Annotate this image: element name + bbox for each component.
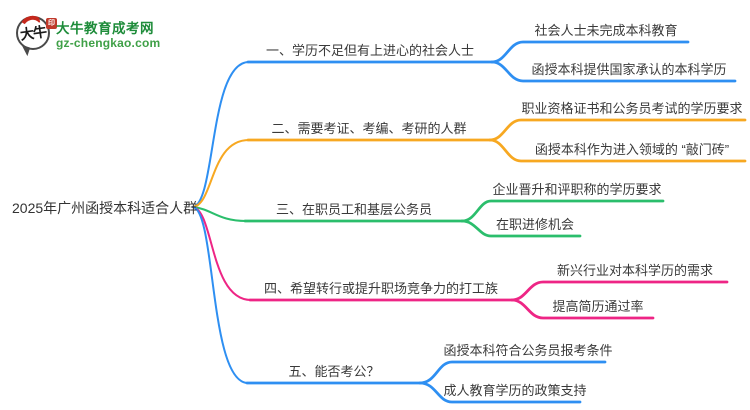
branch-5-child-1-link	[418, 360, 607, 385]
branch-3-child-1-label: 企业晋升和评职称的学历要求	[492, 182, 662, 197]
logo-subtitle: gz-chengkao.com	[56, 36, 161, 50]
root-curve-branch-3	[192, 206, 247, 222]
logo-red-seal-icon: 印	[46, 18, 57, 29]
branch-4-child-2-label: 提高简历通过率	[552, 299, 644, 314]
branch-2-child-2-label: 函授本科作为进入领域的 “敲门砖”	[534, 142, 730, 157]
branch-3-child-2-label: 在职进修机会	[495, 217, 575, 232]
branch-5-child-2-link	[418, 381, 582, 404]
branch-4-child-2-link	[510, 298, 655, 320]
root-topic: 2025年广州函授本科适合人群	[12, 200, 198, 216]
logo-speech-bubble-icon: 大牛 印	[16, 13, 57, 50]
branch-1-label: 一、学历不足但有上进心的社会人士	[265, 43, 475, 58]
branch-4-label: 四、希望转行或提升职场竞争力的打工族	[263, 281, 499, 296]
branch-3-child-2-link	[460, 219, 582, 238]
root-curve-branch-1	[192, 61, 250, 208]
branch-2-child-1-label: 职业资格证书和公务员考试的学历要求	[521, 101, 743, 116]
branch-4-child-1-label: 新兴行业对本科学历的需求	[556, 263, 714, 278]
branch-1-child-2-label: 函授本科提供国家承认的本科学历	[531, 62, 727, 77]
branch-5-label: 五、能否考公？	[288, 364, 380, 379]
root-curve-branch-2	[192, 139, 250, 208]
branch-3-label: 三、在职员工和基层公务员	[275, 202, 433, 217]
branch-5-child-1-label: 函授本科符合公务员报考条件	[443, 343, 613, 358]
branch-2-child-2-link	[488, 138, 747, 163]
branch-5-child-2-label: 成人教育学历的政策支持	[443, 383, 587, 398]
branch-1-child-2-link	[490, 60, 737, 83]
branch-2-label: 二、需要考证、考编、考研的人群	[271, 121, 467, 136]
site-logo: 大牛 印 大牛教育成考网 gz-chengkao.com	[14, 12, 174, 58]
branch-1-child-1-link	[490, 40, 690, 64]
logo-title: 大牛教育成考网	[56, 21, 154, 36]
branch-1-child-1-label: 社会人士未完成本科教育	[534, 23, 678, 38]
root-curve-branch-5	[192, 206, 249, 384]
branch-2-child-1-link	[488, 118, 747, 142]
